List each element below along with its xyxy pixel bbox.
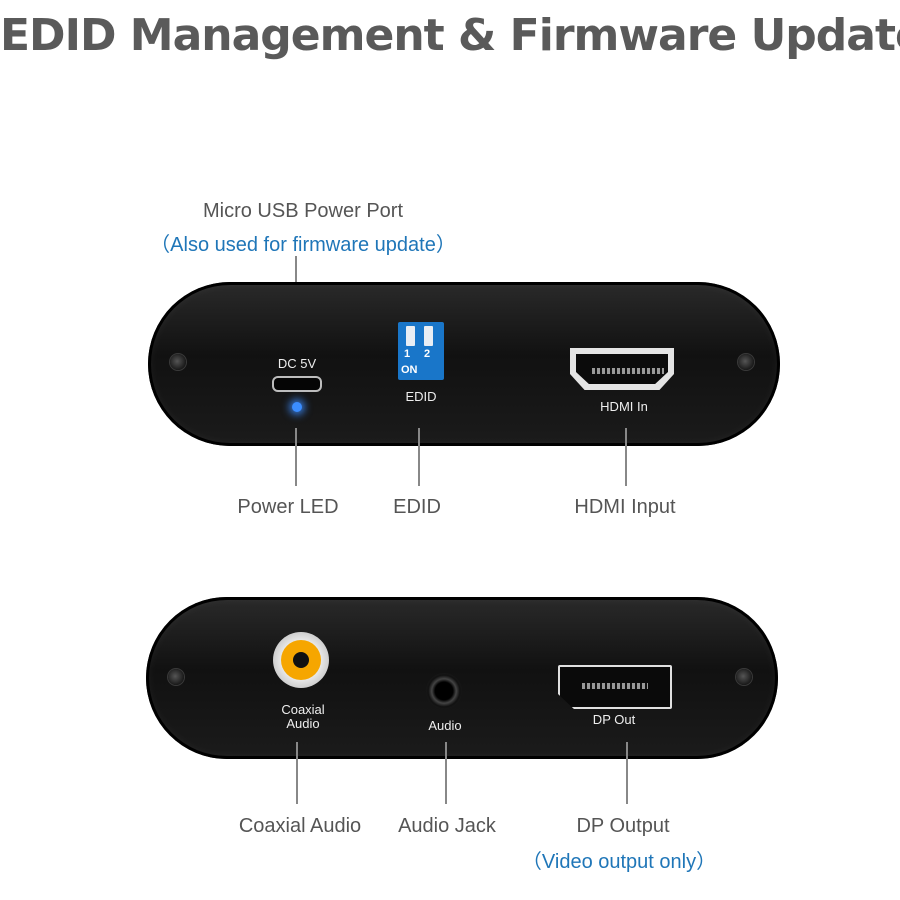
screw-right-icon <box>736 669 752 685</box>
dip-on-label: ON <box>401 364 418 376</box>
coaxial-label-line-2: Audio <box>286 716 320 731</box>
edid-callout: EDID <box>393 496 441 518</box>
hdmi-input-port-icon[interactable] <box>570 348 674 390</box>
coaxial-leader-line <box>296 742 298 804</box>
screw-left-icon <box>170 354 186 370</box>
audio-jack-port-icon[interactable] <box>426 673 462 709</box>
device-front-panel: DC 5V 1 2 ON EDID HDMI In <box>148 282 780 446</box>
audio-jack-callout: Audio Jack <box>398 815 496 837</box>
screw-left-icon <box>168 669 184 685</box>
coaxial-audio-port-icon[interactable] <box>273 632 329 688</box>
hdmi-input-callout: HDMI Input <box>574 496 676 518</box>
dp-out-label: DP Out <box>592 712 636 727</box>
page-title: EDID Management & Firmware Update <box>0 10 900 61</box>
hdmi-leader-line <box>625 428 627 486</box>
edid-panel-label: EDID <box>405 389 437 404</box>
edid-dip-switch[interactable]: 1 2 ON <box>398 322 444 380</box>
hdmi-pins <box>592 368 664 374</box>
dp-leader-line <box>626 742 628 804</box>
dip-switch-2-icon[interactable] <box>424 326 433 346</box>
power-led-icon <box>292 402 302 412</box>
device-rear-panel: Coaxial Audio Audio DP Out <box>146 597 778 759</box>
dip-number-1: 1 <box>404 348 411 360</box>
dip-switch-1-icon[interactable] <box>406 326 415 346</box>
power-led-leader-line <box>295 428 297 486</box>
coaxial-audio-callout: Coaxial Audio <box>238 815 362 837</box>
edid-leader-line <box>418 428 420 486</box>
hdmi-in-label: HDMI In <box>600 399 648 414</box>
audio-jack-leader-line <box>445 742 447 804</box>
usb-port-note: （Also used for firmware update） <box>150 234 456 256</box>
dc-5v-label: DC 5V <box>277 356 317 371</box>
usb-port-callout: Micro USB Power Port <box>202 200 404 222</box>
dp-output-callout: DP Output <box>576 815 670 837</box>
dp-output-note: （Video output only） <box>521 851 717 873</box>
screw-right-icon <box>738 354 754 370</box>
power-led-callout: Power LED <box>237 496 339 518</box>
audio-label: Audio <box>428 718 462 733</box>
dp-output-port-icon[interactable] <box>558 665 672 709</box>
dip-number-2: 2 <box>424 348 431 360</box>
coaxial-label-line-1: Coaxial <box>281 702 325 717</box>
dp-pins <box>582 683 648 689</box>
micro-usb-port-icon[interactable] <box>274 378 320 390</box>
